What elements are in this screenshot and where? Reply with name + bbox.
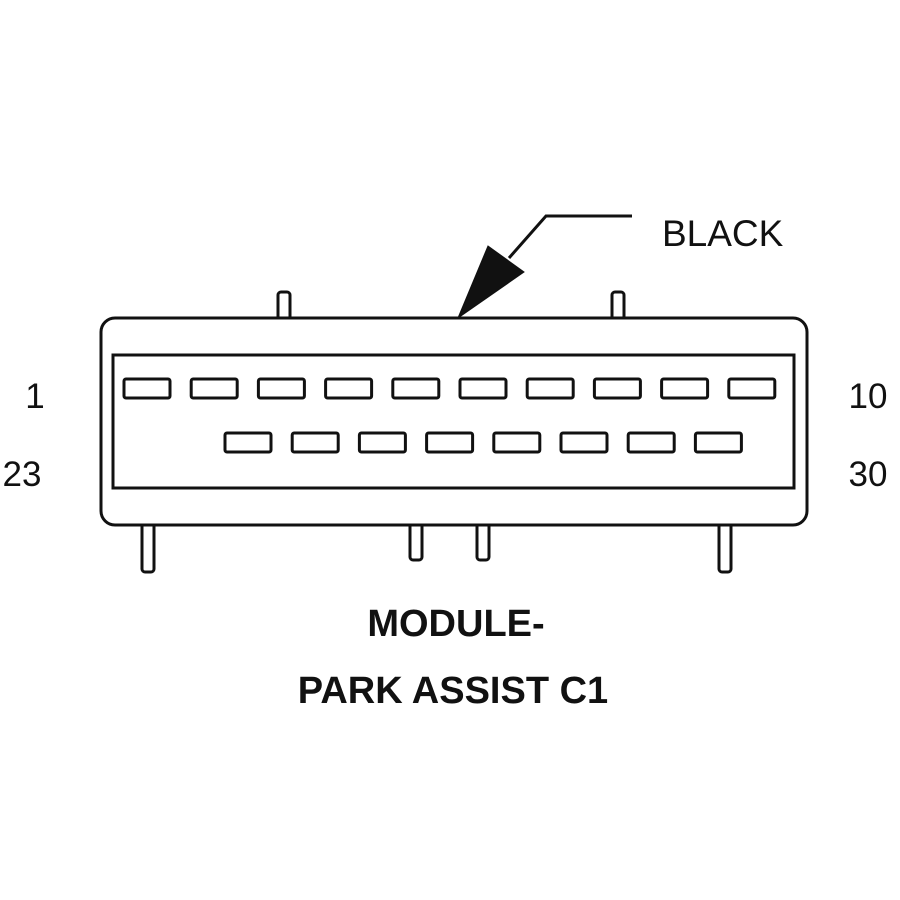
callout-arrowhead [456,245,525,320]
cavity-row1-5 [391,377,441,400]
cavity-row1-10 [727,377,777,400]
cavity-row1-8 [592,377,642,400]
cavity-row1-1 [122,377,172,400]
caption-line-2: PARK ASSIST C1 [298,670,608,712]
cavity-row2-4 [425,431,475,454]
caption-line-1: MODULE- [367,603,544,645]
connector-face [111,353,796,490]
cavity-row2-3 [357,431,407,454]
cavity-row2-2 [290,431,340,454]
cavity-row2-6 [559,431,609,454]
cavity-row1-6 [458,377,508,400]
cavity-row2-8 [693,431,743,454]
pin-label-23: 23 [3,455,42,494]
pin-label-30: 30 [849,455,888,494]
cavity-row2-5 [492,431,542,454]
cavity-row1-7 [525,377,575,400]
pin-label-1: 1 [25,377,44,416]
cavity-row1-4 [324,377,374,400]
bottom-post-1 [140,518,156,574]
cavity-row-2 [223,431,743,454]
callout-leader-line [507,214,632,259]
cavity-row2-7 [626,431,676,454]
bottom-post-4 [717,518,733,574]
connector-color-label: BLACK [662,213,784,254]
cavity-row1-3 [256,377,306,400]
pin-label-10: 10 [849,377,888,416]
cavity-row1-9 [660,377,710,400]
cavity-row-1 [122,377,777,400]
cavity-row2-1 [223,431,273,454]
cavity-row1-2 [189,377,239,400]
